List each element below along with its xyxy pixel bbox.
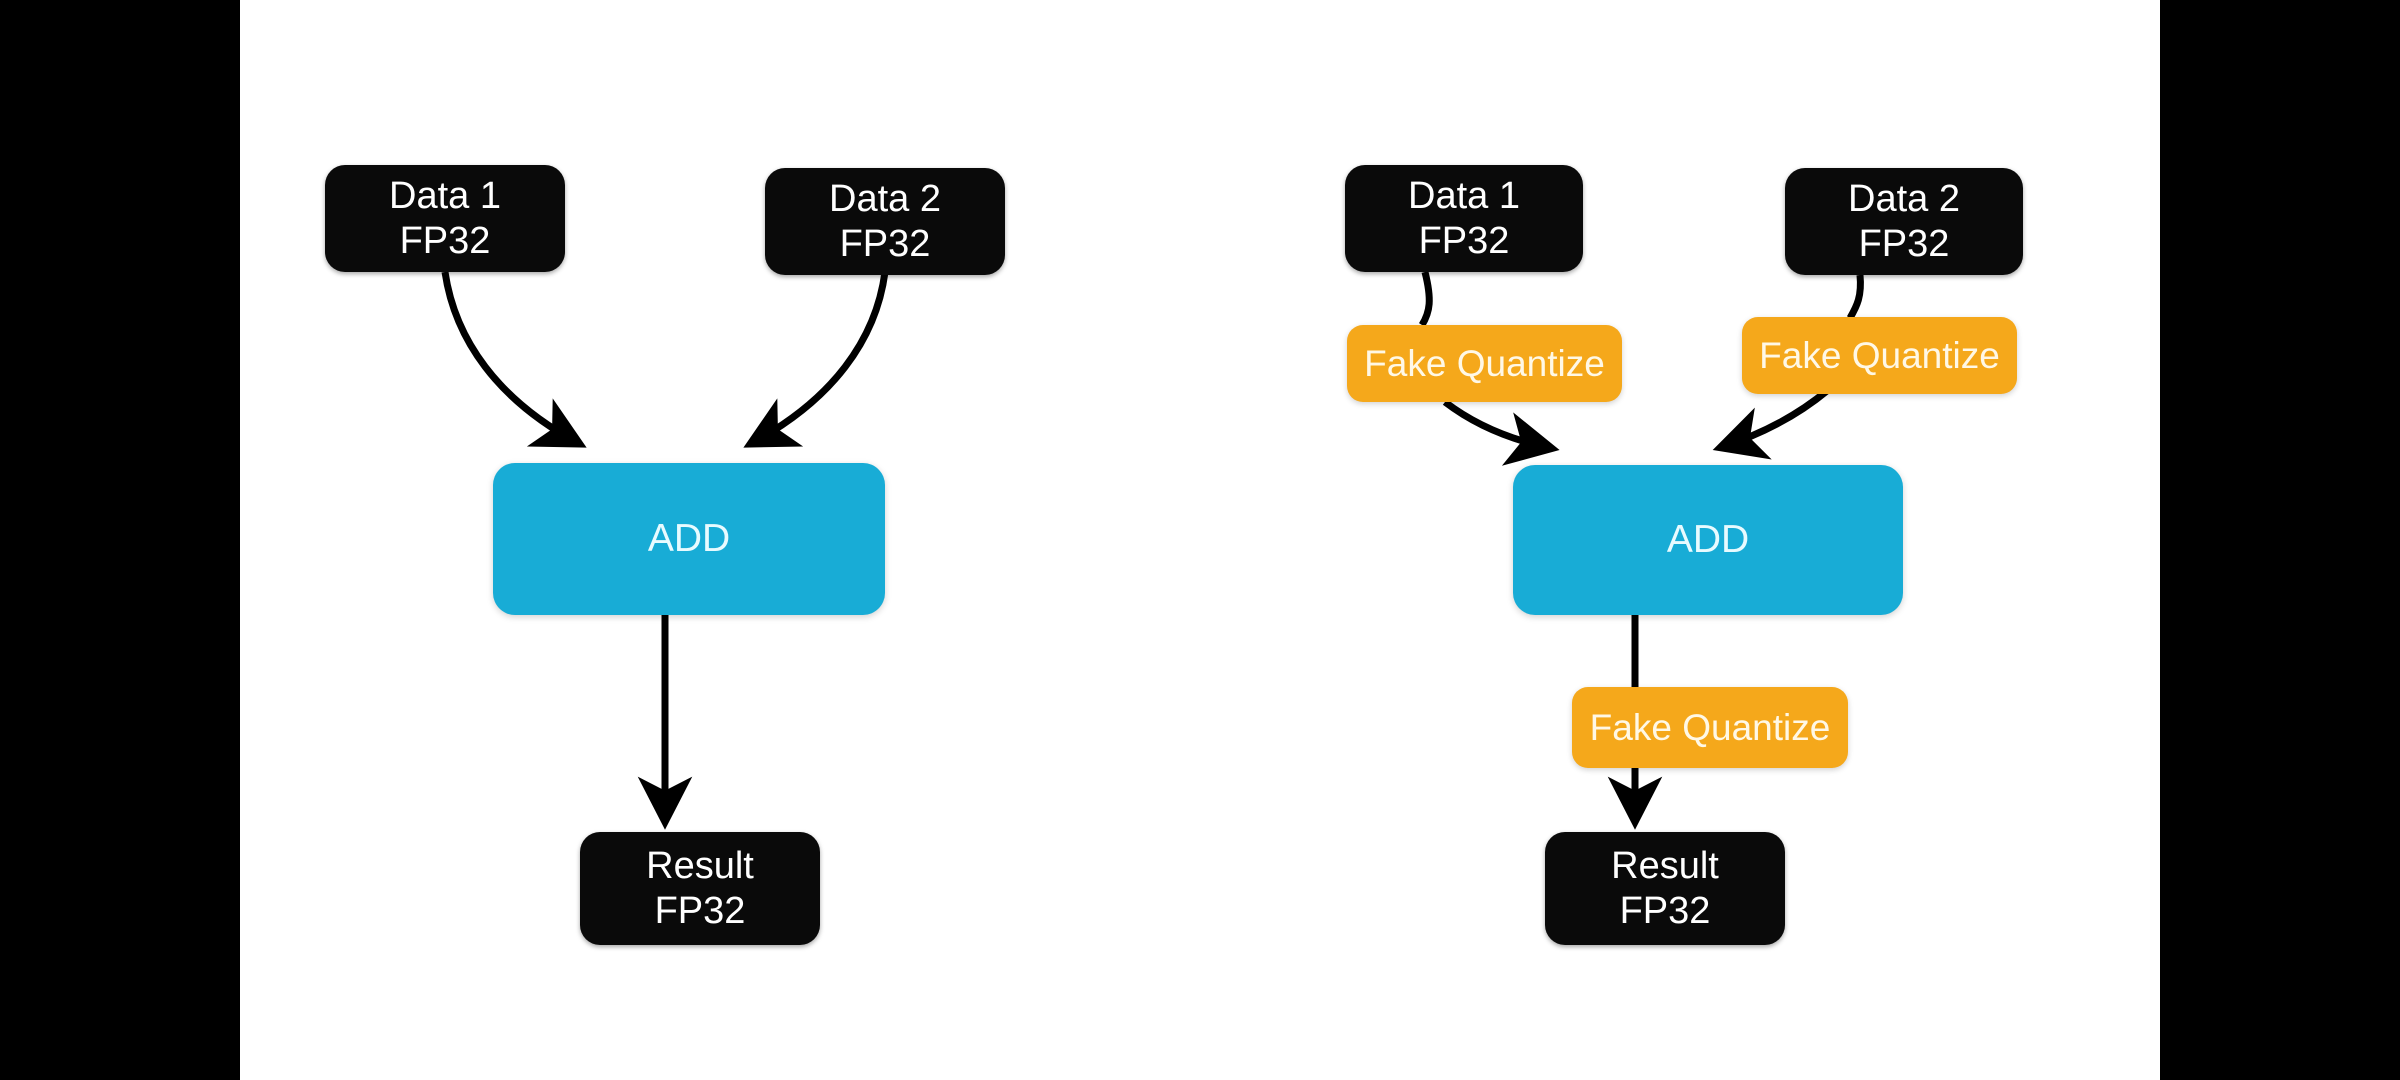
left-data1-title: Data 1 (389, 174, 501, 217)
left-data2-title: Data 2 (829, 177, 941, 220)
edge-right-fq2-to-add (1712, 387, 1831, 460)
left-data2-node[interactable]: Data 2 FP32 (765, 168, 1005, 275)
right-fake-quantize-input1-node[interactable]: Fake Quantize (1347, 325, 1622, 402)
right-data1-node[interactable]: Data 1 FP32 (1345, 165, 1583, 272)
edge-right-data1-to-fq1 (1418, 271, 1433, 327)
edge-right-data2-to-fq2 (1846, 274, 1864, 320)
letterbox-left (0, 0, 240, 1080)
right-fake-quantize-output-node[interactable]: Fake Quantize (1572, 687, 1848, 768)
edge-layer (441, 271, 1864, 830)
right-fake-quantize-input1-label: Fake Quantize (1364, 342, 1605, 384)
left-data1-dtype: FP32 (399, 219, 491, 262)
left-result-dtype: FP32 (654, 889, 746, 932)
left-data1-node[interactable]: Data 1 FP32 (325, 165, 565, 272)
right-data1-dtype: FP32 (1418, 219, 1510, 262)
right-result-title: Result (1611, 844, 1719, 887)
edge-left-data1-to-add (441, 271, 587, 448)
right-result-dtype: FP32 (1619, 889, 1711, 932)
right-result-node[interactable]: Result FP32 (1545, 832, 1785, 945)
right-data2-title: Data 2 (1848, 177, 1960, 220)
edge-right-fq1-to-add (1442, 399, 1560, 466)
right-add-label: ADD (1666, 517, 1750, 561)
right-data2-node[interactable]: Data 2 FP32 (1785, 168, 2023, 275)
left-add-label: ADD (647, 516, 731, 560)
right-fake-quantize-input2-label: Fake Quantize (1759, 334, 2000, 376)
diagram-layer: Data 1 FP32 Data 2 FP32 ADD Result FP32 … (240, 0, 2160, 1080)
right-fake-quantize-output-label: Fake Quantize (1589, 706, 1831, 748)
letterbox-right (2160, 0, 2400, 1080)
right-data1-title: Data 1 (1408, 174, 1520, 217)
right-fake-quantize-input2-node[interactable]: Fake Quantize (1742, 317, 2017, 394)
left-data2-dtype: FP32 (839, 222, 931, 265)
right-add-node[interactable]: ADD (1513, 465, 1903, 615)
edge-left-data2-to-add (743, 271, 889, 448)
right-data2-dtype: FP32 (1858, 222, 1950, 265)
left-add-node[interactable]: ADD (493, 463, 885, 615)
slide-canvas: Data 1 FP32 Data 2 FP32 ADD Result FP32 … (240, 0, 2160, 1080)
left-result-node[interactable]: Result FP32 (580, 832, 820, 945)
left-result-title: Result (646, 844, 754, 887)
